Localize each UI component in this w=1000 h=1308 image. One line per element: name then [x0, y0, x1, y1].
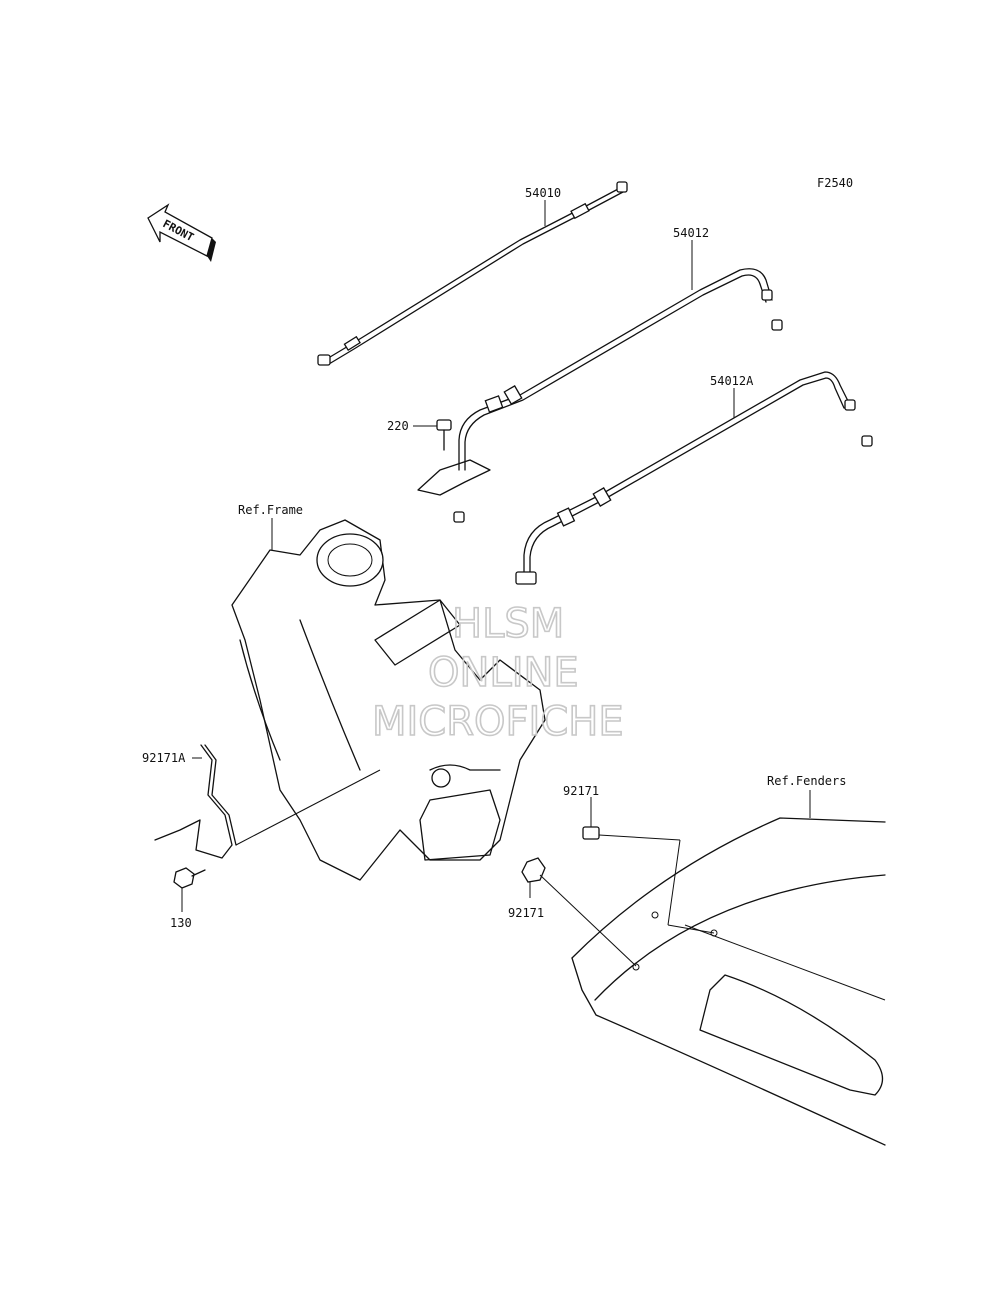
ref-fenders-label: Ref.Fenders [767, 774, 846, 788]
part-label-92171-upper: 92171 [563, 784, 599, 798]
frame-outline [231, 519, 546, 881]
bolt-130 [173, 867, 206, 912]
part-label-92171a: 92171A [142, 751, 186, 765]
watermark: HLSM ONLINE MICROFICHE [371, 600, 624, 746]
cable-54012 [458, 240, 783, 471]
fender-outline [571, 817, 886, 1146]
bolt-220 [413, 419, 491, 523]
part-label-220: 220 [387, 419, 409, 433]
part-label-54012: 54012 [673, 226, 709, 240]
part-label-130: 130 [170, 916, 192, 930]
figure-code: F2540 [817, 176, 853, 190]
part-label-54012a: 54012A [710, 374, 754, 388]
watermark-line-1: HLSM [452, 601, 564, 647]
part-label-54010: 54010 [525, 186, 561, 200]
clamp-92171-lower [521, 857, 637, 967]
part-label-92171-lower: 92171 [508, 906, 544, 920]
front-arrow-icon: FRONT [147, 203, 216, 262]
clamp-92171a [154, 744, 381, 859]
cable-54010 [317, 181, 628, 366]
cable-54012a [515, 371, 873, 585]
watermark-line-2: ONLINE [428, 650, 579, 696]
clamp-92171-upper [582, 797, 681, 926]
ref-frame-label: Ref.Frame [238, 503, 303, 517]
watermark-line-3: MICROFICHE [372, 699, 624, 745]
